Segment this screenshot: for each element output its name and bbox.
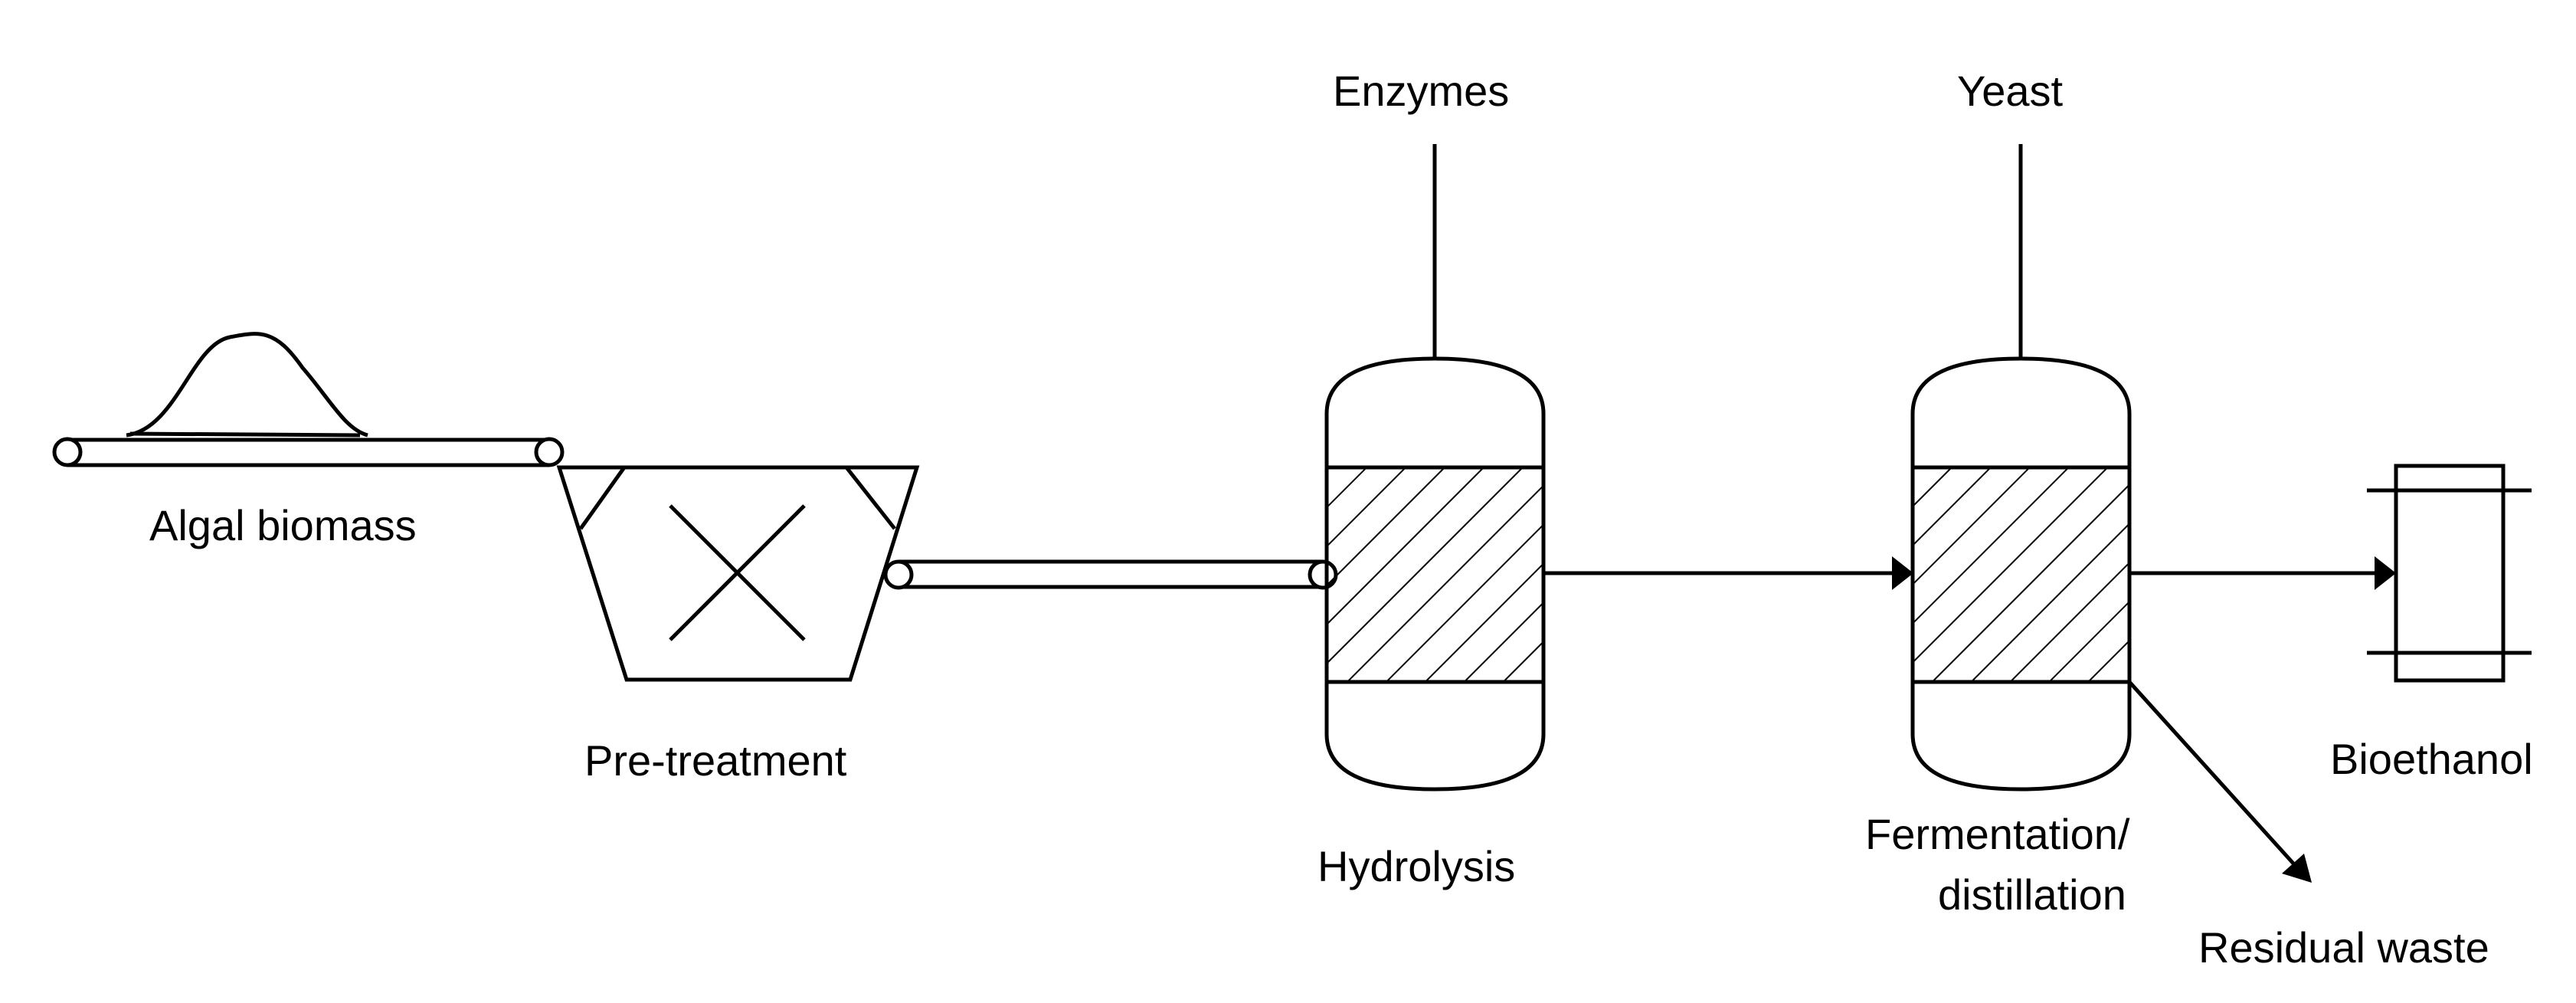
hydrolysis-to-fermentation-arrowhead	[1892, 556, 1913, 590]
enzymes-label: Enzymes	[1333, 67, 1509, 115]
bioethanol-tank-body	[2394, 464, 2506, 683]
pre-treatment-label: Pre-treatment	[584, 736, 847, 785]
fermentation-reactor	[1910, 144, 2132, 792]
yeast-label: Yeast	[1957, 67, 2064, 115]
residual-waste-label: Residual waste	[2198, 923, 2489, 972]
residual-waste-arrowhead	[2282, 854, 2312, 883]
biomass-conveyor	[52, 332, 565, 467]
hopper-body	[556, 465, 920, 682]
fermentation-vessel-outline	[1910, 356, 2132, 792]
biomass-pile	[126, 332, 368, 438]
fermentation-label-line1: Fermentation/	[1865, 810, 2130, 858]
conveyor-left-roller	[52, 437, 83, 467]
hydrolysis-reactor	[1324, 144, 1546, 792]
bioethanol-label: Bioethanol	[2330, 735, 2533, 783]
conveyor-right-roller	[534, 437, 565, 467]
biomass-pile-base	[129, 431, 361, 438]
bioethanol-tank	[2367, 464, 2532, 683]
hydrolysis-hatch	[1327, 467, 1543, 682]
transfer-left-roller	[883, 559, 914, 590]
pretreatment-vessel	[556, 465, 920, 682]
mixer-cross-b	[669, 504, 806, 641]
residual-waste-line	[2128, 680, 2296, 866]
fermentation-label-line2: distillation	[1938, 870, 2126, 919]
algal-biomass-label: Algal biomass	[149, 501, 417, 549]
hopper-left-corner	[578, 466, 627, 530]
transfer-conveyor	[883, 559, 1338, 590]
hopper-right-corner	[845, 466, 896, 530]
hydrolysis-vessel-outline	[1324, 356, 1546, 792]
fermentation-to-bioethanol-arrowhead	[2375, 556, 2396, 590]
fermentation-hatch	[1913, 467, 2129, 682]
hydrolysis-label: Hydrolysis	[1317, 842, 1515, 890]
